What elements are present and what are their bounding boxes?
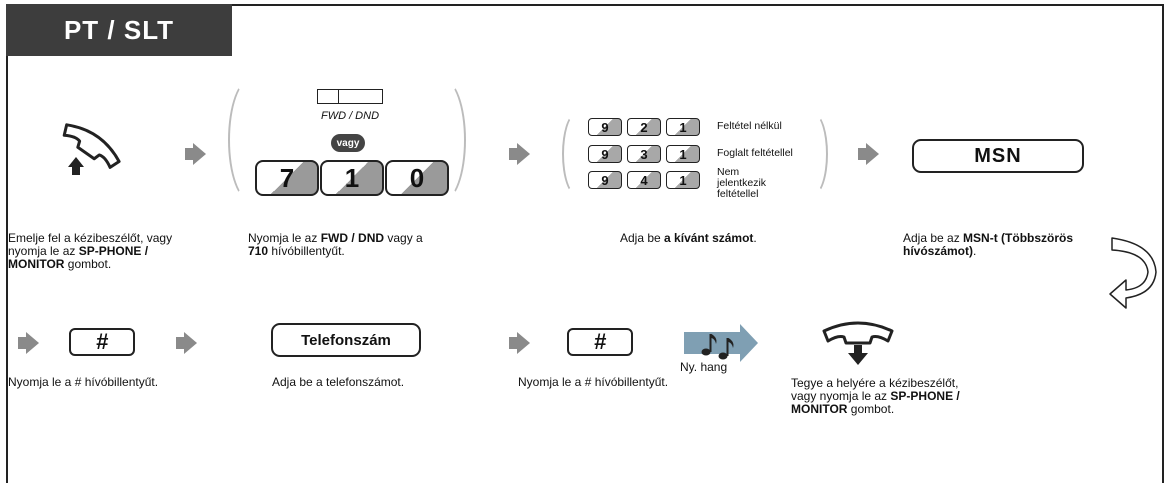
option-key[interactable]: 1 bbox=[666, 171, 700, 189]
handset-onhook-icon bbox=[822, 321, 894, 365]
or-badge: vagy bbox=[331, 134, 365, 152]
step-arrow-icon bbox=[509, 143, 530, 165]
option-key[interactable]: 9 bbox=[588, 171, 622, 189]
header-title: PT / SLT bbox=[6, 4, 232, 56]
option-key[interactable]: 1 bbox=[666, 145, 700, 163]
left-bracket bbox=[228, 78, 274, 202]
hash-key[interactable]: # bbox=[69, 328, 135, 356]
option-key[interactable]: 1 bbox=[666, 118, 700, 136]
step4-description: Adja be az MSN-t (Többszörös hívószámot)… bbox=[903, 231, 1074, 258]
option-label: Feltétel nélkül bbox=[717, 120, 782, 132]
step2-description: Nyomja le az FWD / DND vagy a 710 hívóbi… bbox=[248, 231, 423, 258]
step1-description: Emelje fel a kézibeszélőt, vagy nyomja l… bbox=[8, 231, 173, 271]
step6-description: Adja be a telefonszámot. bbox=[272, 375, 405, 389]
option-key[interactable]: 2 bbox=[627, 118, 661, 136]
step3-description: Adja be a kívánt számot. bbox=[620, 231, 757, 245]
right-bracket bbox=[420, 78, 466, 202]
option-key[interactable]: 4 bbox=[627, 171, 661, 189]
step-arrow-icon bbox=[858, 143, 879, 165]
handset-offhook-icon bbox=[62, 123, 121, 175]
step-arrow-icon bbox=[509, 332, 530, 354]
phone-number-box[interactable]: Telefonszám bbox=[271, 323, 421, 357]
fwd-dnd-label: FWD / DND bbox=[320, 110, 380, 122]
fwd-dnd-button[interactable] bbox=[317, 89, 383, 104]
right-bracket bbox=[798, 112, 828, 196]
tone-label: Ny. hang bbox=[680, 360, 728, 374]
dial-key-1[interactable]: 1 bbox=[320, 160, 384, 196]
option-label: Nem jelentkezik feltétellel bbox=[717, 166, 767, 200]
hash-key[interactable]: # bbox=[567, 328, 633, 356]
left-bracket bbox=[562, 112, 592, 196]
option-key[interactable]: 9 bbox=[588, 145, 622, 163]
dial-key-0[interactable]: 0 bbox=[385, 160, 449, 196]
step-arrow-icon bbox=[176, 332, 197, 354]
step7-description: Nyomja le a # hívóbillentyűt. bbox=[518, 375, 669, 389]
continue-curved-arrow-icon bbox=[1109, 237, 1157, 309]
step-arrow-icon bbox=[185, 143, 206, 165]
dial-key-7[interactable]: 7 bbox=[255, 160, 319, 196]
step5-description: Nyomja le a # hívóbillentyűt. bbox=[8, 375, 159, 389]
step-arrow-icon bbox=[18, 332, 39, 354]
diagram-frame bbox=[6, 4, 1164, 483]
option-key[interactable]: 3 bbox=[627, 145, 661, 163]
option-label: Foglalt feltétellel bbox=[717, 147, 793, 159]
msn-entry-box[interactable]: MSN bbox=[912, 139, 1084, 173]
step8-description: Tegye a helyére a kézibeszélőt, vagy nyo… bbox=[791, 376, 960, 416]
confirmation-tone-icon bbox=[684, 324, 758, 362]
option-key[interactable]: 9 bbox=[588, 118, 622, 136]
